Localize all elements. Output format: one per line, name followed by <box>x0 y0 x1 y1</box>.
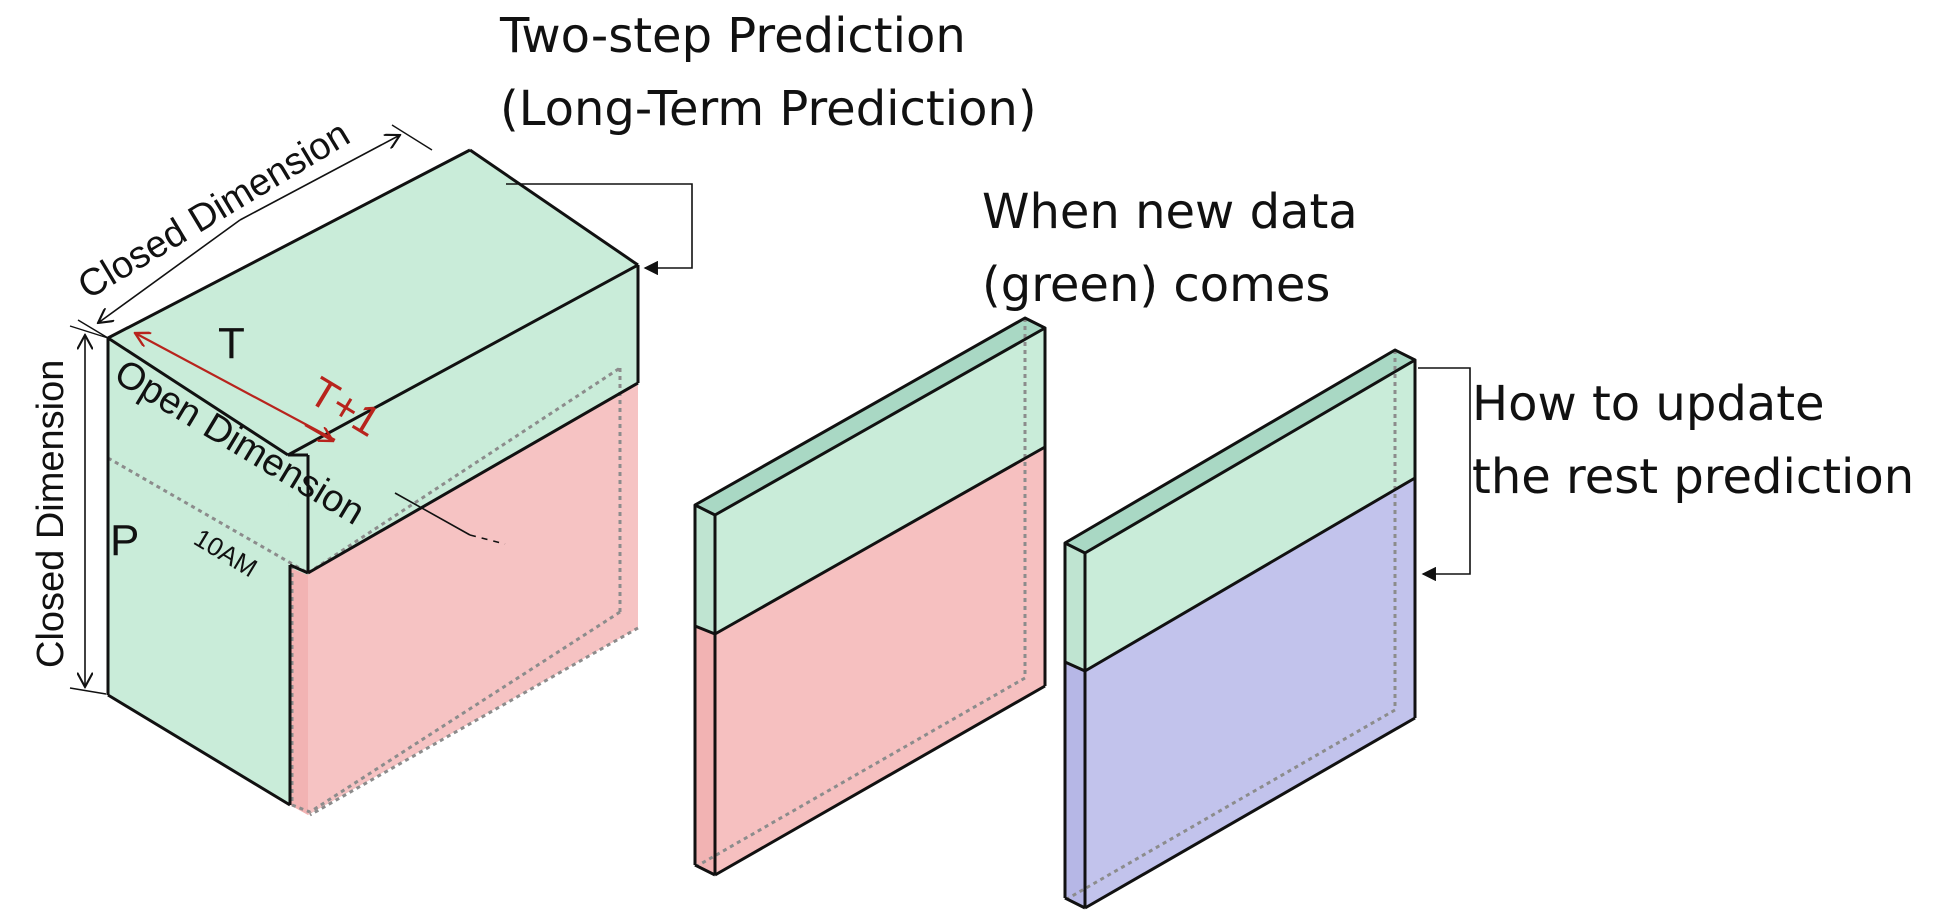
closed-dimension-top-arrow-b <box>98 219 241 323</box>
cube-hidden-edges <box>107 366 639 817</box>
cube-green-top <box>108 150 638 455</box>
cube-green-left <box>108 338 290 805</box>
new-data-slab <box>693 316 1047 877</box>
closed-dimension-left-tick-top <box>69 325 109 339</box>
slab-hidden-edges <box>696 318 1027 868</box>
closed-dimension-top-arrow-a <box>239 135 400 221</box>
slab2-hidden-edges <box>1066 350 1397 901</box>
closed-dimension-left-tick-bottom <box>69 687 107 695</box>
t-to-t-plus-1-arrow <box>135 333 336 441</box>
slab2-green-top <box>1065 350 1415 553</box>
slab2-green-front <box>1085 360 1415 671</box>
slab2-blue-side <box>1065 662 1085 908</box>
update-title: How to update <box>1472 376 1825 432</box>
slab-green-top <box>695 318 1045 515</box>
new-data-title: When new data <box>982 184 1358 240</box>
slab-green-front <box>715 328 1045 634</box>
slab-green-side <box>695 505 715 634</box>
closed-dimension-left-label: Closed Dimension <box>30 360 72 668</box>
closed-dimension-top-tick-right <box>391 124 433 151</box>
cube-visible-edges <box>106 148 640 807</box>
update-callout-arrow <box>1418 367 1471 582</box>
cube-red-volume <box>308 383 638 815</box>
slab-red-front <box>715 447 1045 875</box>
slab2-green-side <box>1065 543 1085 671</box>
slab2-visible-edges <box>1063 348 1417 910</box>
p-label: P <box>110 516 139 565</box>
updated-slab <box>1063 348 1471 910</box>
two-step-callout-arrow <box>506 183 693 276</box>
open-dimension-extension <box>394 492 471 536</box>
two-step-title: Two-step Prediction <box>499 8 966 64</box>
cube-red-side <box>290 565 308 815</box>
prediction-cube <box>69 124 693 817</box>
closed-dimension-top-tick-left <box>77 319 109 339</box>
t-plus-1-arrow-tail <box>304 424 333 441</box>
t-label: T <box>218 319 245 368</box>
cube-green-front <box>288 265 638 575</box>
slab-red-side <box>695 626 715 875</box>
new-data-subtitle: (green) comes <box>982 257 1330 313</box>
slab2-blue-front <box>1085 478 1415 908</box>
update-subtitle: the rest prediction <box>1472 449 1914 505</box>
slab-visible-edges <box>693 316 1047 877</box>
two-step-subtitle: (Long-Term Prediction) <box>500 81 1037 137</box>
